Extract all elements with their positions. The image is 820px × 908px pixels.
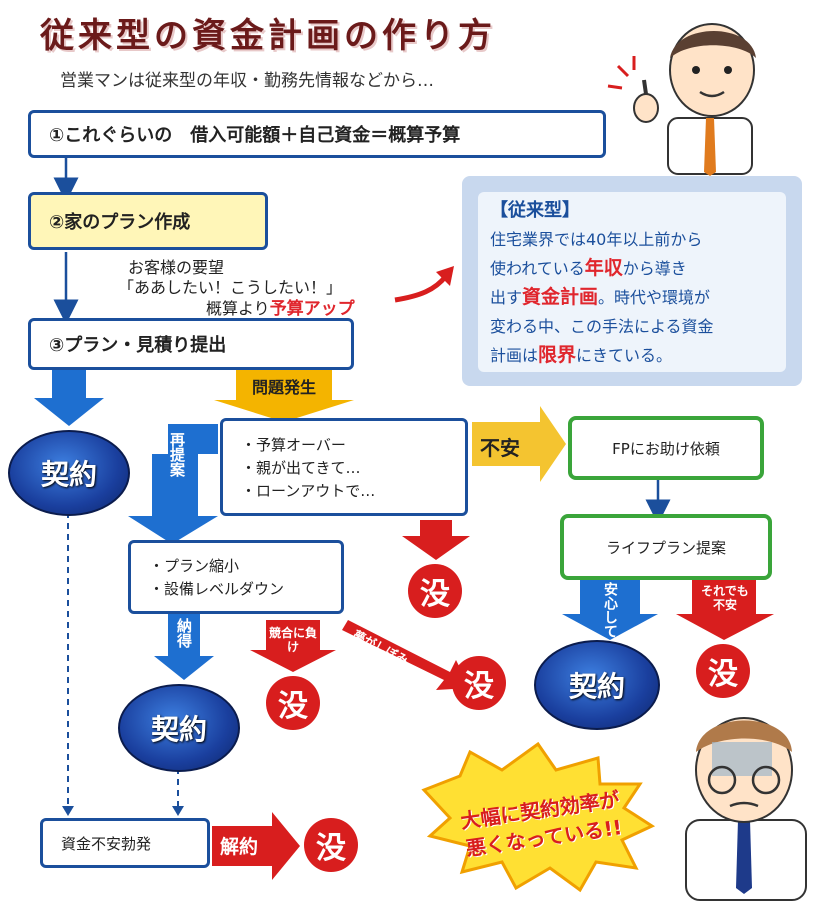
- traditional-line3-a: 出す: [490, 288, 523, 307]
- cancel-arrow: [212, 812, 300, 880]
- lifeplan-box: ライフプラン提案: [560, 514, 772, 580]
- traditional-line3-c: 。時代や環境が: [598, 288, 711, 307]
- customer-request-line3: 概算より予算アップ: [206, 294, 355, 319]
- relief-label: 安心して: [602, 582, 618, 638]
- step1-box: ①これぐらいの 借入可能額＋自己資金＝概算予算: [28, 110, 606, 158]
- traditional-keyword-plan: 資金計画: [522, 286, 599, 308]
- page-title: 従来型の資金計画の作り方: [40, 16, 496, 56]
- accept-arrow: [154, 612, 214, 680]
- rejected-circle-dream: 没: [452, 656, 506, 710]
- problems-box: ・予算オーバー ・親が出てきて… ・ローンアウトで…: [220, 418, 468, 516]
- traditional-line5-a: 計画は: [490, 346, 539, 365]
- budget-prefix: 概算より: [206, 299, 270, 318]
- salesman-worried-illustration: [685, 717, 807, 901]
- burst-shape: [421, 741, 656, 893]
- page-subtitle: 営業マンは従来型の年収・勤務先情報などから…: [60, 71, 434, 91]
- big-arrow-contract: [34, 368, 104, 426]
- relief-arrow: [562, 580, 658, 640]
- still-anxious-arrow: [676, 580, 774, 640]
- problem-arrow: [214, 368, 354, 422]
- dashed-arrowhead-1: [62, 806, 74, 816]
- traditional-keyword-income: 年収: [584, 257, 623, 279]
- downgrade-item-plan: ・プラン縮小: [149, 557, 240, 575]
- problem-reject-arrow: [402, 520, 470, 560]
- dashed-arrowhead-2: [172, 806, 184, 816]
- cancel-source-box: 資金不安勃発: [40, 818, 210, 868]
- step2-box: ②家のプラン作成: [28, 192, 268, 250]
- competitor-label: 競合に負け: [268, 626, 317, 654]
- problem-item-parents: ・親が出てきて…: [241, 458, 361, 477]
- contract-oval-3: 契約: [534, 640, 660, 730]
- customer-request-line2: 「ああしたい！こうしたい！」: [118, 278, 343, 297]
- problem-item-budget-over: ・予算オーバー: [241, 435, 346, 454]
- accept-label: 納得: [175, 618, 193, 648]
- traditional-line2-a: 使われている: [490, 259, 585, 278]
- budget-up-arrowhead: [436, 266, 454, 286]
- traditional-line1: 住宅業界では40年以上前から: [490, 230, 703, 249]
- customer-request-line1: お客様の要望: [128, 258, 225, 277]
- anxiety-arrow: [472, 406, 566, 482]
- problem-label: 問題発生: [252, 378, 317, 397]
- repropose-label: 再提案: [168, 432, 186, 477]
- traditional-line2: 使われている年収から導き: [490, 254, 790, 283]
- still-anxious-label: それでも不安: [701, 584, 749, 612]
- traditional-line3: 出す資金計画。時代や環境が: [490, 283, 790, 312]
- traditional-line2-c: から導き: [622, 259, 687, 278]
- repropose-arrow: [128, 424, 218, 544]
- traditional-note-text: 【従来型】 住宅業界では40年以上前から 使われている年収から導き 出す資金計画…: [490, 196, 790, 370]
- dream-arrow: [342, 620, 470, 690]
- problem-item-loan-out: ・ローンアウトで…: [241, 481, 376, 500]
- anxiety-label: 不安: [480, 436, 520, 460]
- downgrade-box: ・プラン縮小 ・設備レベルダウン: [128, 540, 344, 614]
- cancel-label: 解約: [220, 836, 259, 858]
- rejected-circle-problems: 没: [408, 564, 462, 618]
- rejected-circle-cancel: 没: [304, 818, 358, 872]
- fp-request-box: FPにお助け依頼: [568, 416, 764, 480]
- competitor-arrow: [250, 620, 336, 672]
- contract-oval-2: 契約: [118, 684, 240, 772]
- budget-up-arrow: [394, 274, 448, 303]
- rejected-circle-competitor: 没: [266, 676, 320, 730]
- traditional-line4: 変わる中、この手法による資金: [490, 317, 714, 336]
- traditional-heading: 【従来型】: [490, 200, 580, 221]
- traditional-line5: 計画は限界にきている。: [490, 341, 790, 370]
- rejected-circle-still-anxious: 没: [696, 644, 750, 698]
- traditional-line5-c: にきている。: [576, 346, 673, 365]
- traditional-keyword-limit: 限界: [538, 344, 577, 366]
- contract-oval-1: 契約: [8, 430, 130, 516]
- budget-up-emphasis: 予算アップ: [269, 299, 355, 319]
- downgrade-item-equipment: ・設備レベルダウン: [149, 580, 285, 598]
- traditional-note-inner: [478, 192, 786, 372]
- salesman-happy-illustration: [607, 23, 756, 176]
- step3-box: ③プラン・見積り提出: [28, 318, 354, 370]
